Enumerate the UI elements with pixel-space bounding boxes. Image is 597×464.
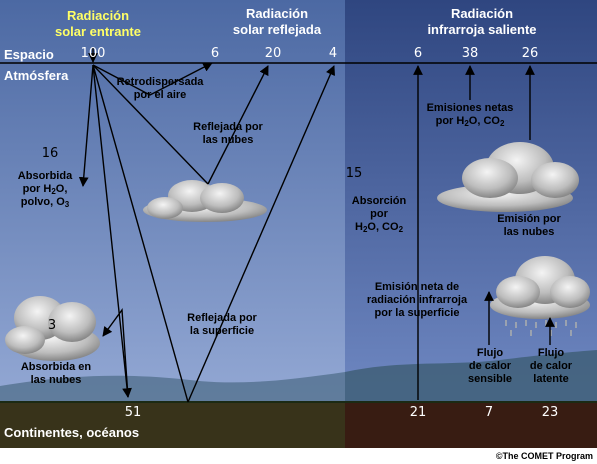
label-sensible-heat: Flujo de calor sensible [467, 347, 513, 385]
value-absorbed-co2: 15 [345, 166, 363, 181]
label-reflected-surface: Reflejada por la superficie [187, 312, 257, 337]
shortwave-arrows [78, 48, 335, 403]
value-ir-window: 6 [413, 46, 423, 61]
label-net-ir-emission: Emisión neta de radiación infrarroja por… [366, 281, 468, 319]
value-reflected-surface: 4 [328, 46, 338, 61]
ground-right [345, 402, 597, 448]
cloud-middle [143, 180, 267, 222]
surface-line [0, 401, 597, 403]
value-absorbed-surface: 51 [124, 405, 142, 420]
cloud-right-high [437, 142, 579, 212]
value-incoming: 100 [80, 46, 106, 61]
cloud-left-low [5, 296, 100, 361]
value-reflected-clouds: 20 [264, 46, 282, 61]
value-net-ir-surface: 21 [409, 405, 427, 420]
label-ir-emissions: Emisiones netas por H2O, CO2 [426, 102, 514, 128]
ground-left [0, 402, 345, 448]
header-reflected-solar: Radiación solar reflejada [232, 6, 322, 37]
arrow-absorbed-atmosphere [78, 64, 94, 187]
cloud-right-rain [490, 256, 590, 336]
value-sensible-heat: 7 [484, 405, 494, 420]
arrow-reflected-surface [187, 65, 335, 403]
ray-to-surface [92, 64, 189, 403]
arrow-back-scattered [92, 62, 213, 96]
label-atmosphere: Atmósfera [4, 68, 69, 83]
ray-to-cloud [92, 64, 209, 185]
hills-right [345, 350, 597, 402]
value-latent-heat: 23 [541, 405, 559, 420]
value-ir-clouds: 26 [521, 46, 539, 61]
label-reflected-clouds: Reflejada por las nubes [193, 121, 263, 146]
credit-label: ©The COMET Program [495, 451, 593, 461]
label-absorbed-clouds: Absorbida en las nubes [20, 361, 92, 386]
value-absorbed-atmosphere: 16 [41, 146, 59, 161]
label-absorbed-atmosphere: Absorbida por H2O, polvo, O3 [17, 170, 73, 209]
label-latent-heat: Flujo de calor latente [529, 347, 573, 385]
label-absorption-co2: Absorción por H2O, CO2 [351, 195, 407, 234]
value-back-scattered: 6 [210, 46, 220, 61]
header-incoming-solar: Radiación solar entrante [55, 8, 141, 39]
value-ir-emissions: 38 [461, 46, 479, 61]
label-space: Espacio [4, 47, 54, 62]
arrow-absorbed-clouds [102, 308, 129, 398]
longwave-arrows [413, 65, 555, 400]
label-emission-clouds: Emisión por las nubes [497, 213, 561, 238]
value-absorbed-clouds: 3 [47, 318, 57, 333]
arrow-reflected-clouds [207, 65, 269, 185]
arrow-absorbed-surface [92, 64, 132, 398]
footer-band [0, 448, 597, 464]
label-surface: Continentes, océanos [4, 425, 140, 440]
hills-left [0, 372, 345, 402]
label-back-scattered: Retrodispersada por el aire [116, 76, 204, 101]
header-outgoing-ir: Radiación infrarroja saliente [427, 6, 537, 37]
